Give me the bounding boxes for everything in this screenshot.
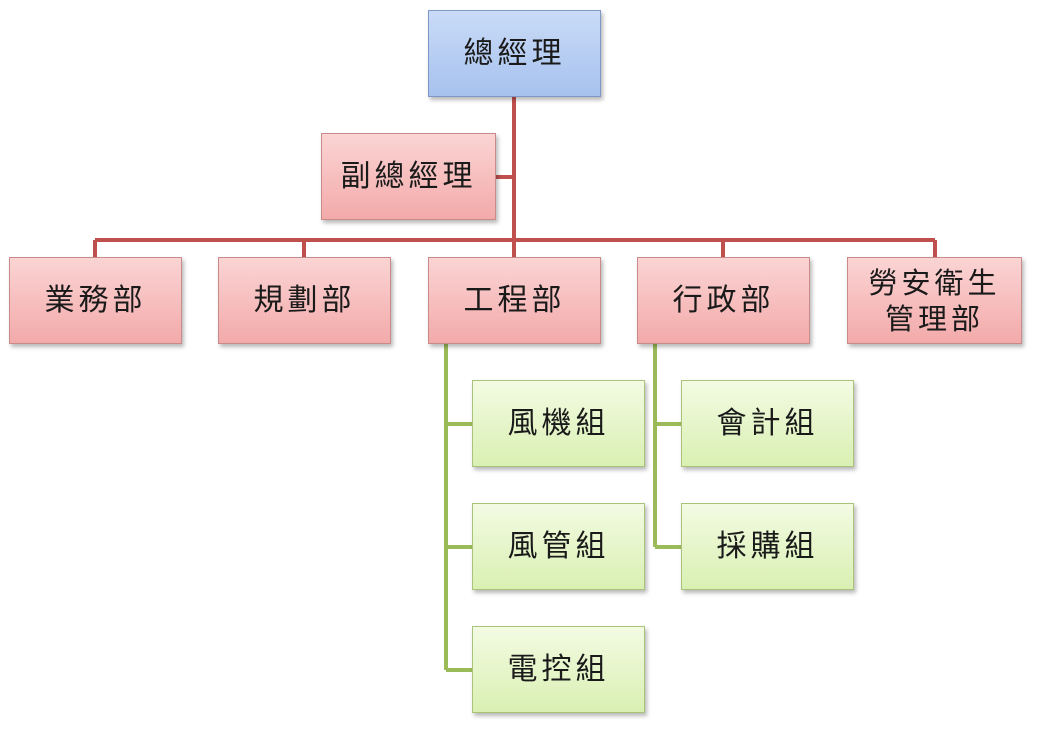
deputy-general-manager-label: 副總經理 [340,158,477,194]
engineering-department-box: 工程部 [428,257,601,344]
green-connectors [444,344,681,672]
red-connectors [93,97,937,257]
electrical-group-box: 電控組 [472,626,645,713]
planning-department-label: 規劃部 [253,282,356,318]
sales-department-box: 業務部 [9,257,182,344]
safety-department-label: 勞安衛生 管理部 [868,265,1001,336]
purchasing-group-label: 採購組 [716,528,819,564]
sales-department-label: 業務部 [44,282,147,318]
accounting-group-box: 會計組 [681,380,854,467]
general-manager-label: 總經理 [463,35,566,71]
fan-group-box: 風機組 [472,380,645,467]
safety-department-box: 勞安衛生 管理部 [847,257,1022,344]
general-manager-box: 總經理 [428,10,601,97]
duct-group-box: 風管組 [472,503,645,590]
purchasing-group-box: 採購組 [681,503,854,590]
administration-department-label: 行政部 [672,282,775,318]
fan-group-label: 風機組 [507,405,610,441]
deputy-general-manager-box: 副總經理 [321,133,496,220]
administration-department-box: 行政部 [637,257,810,344]
planning-department-box: 規劃部 [218,257,391,344]
engineering-department-label: 工程部 [463,282,566,318]
duct-group-label: 風管組 [507,528,610,564]
electrical-group-label: 電控組 [507,651,610,687]
accounting-group-label: 會計組 [716,405,819,441]
